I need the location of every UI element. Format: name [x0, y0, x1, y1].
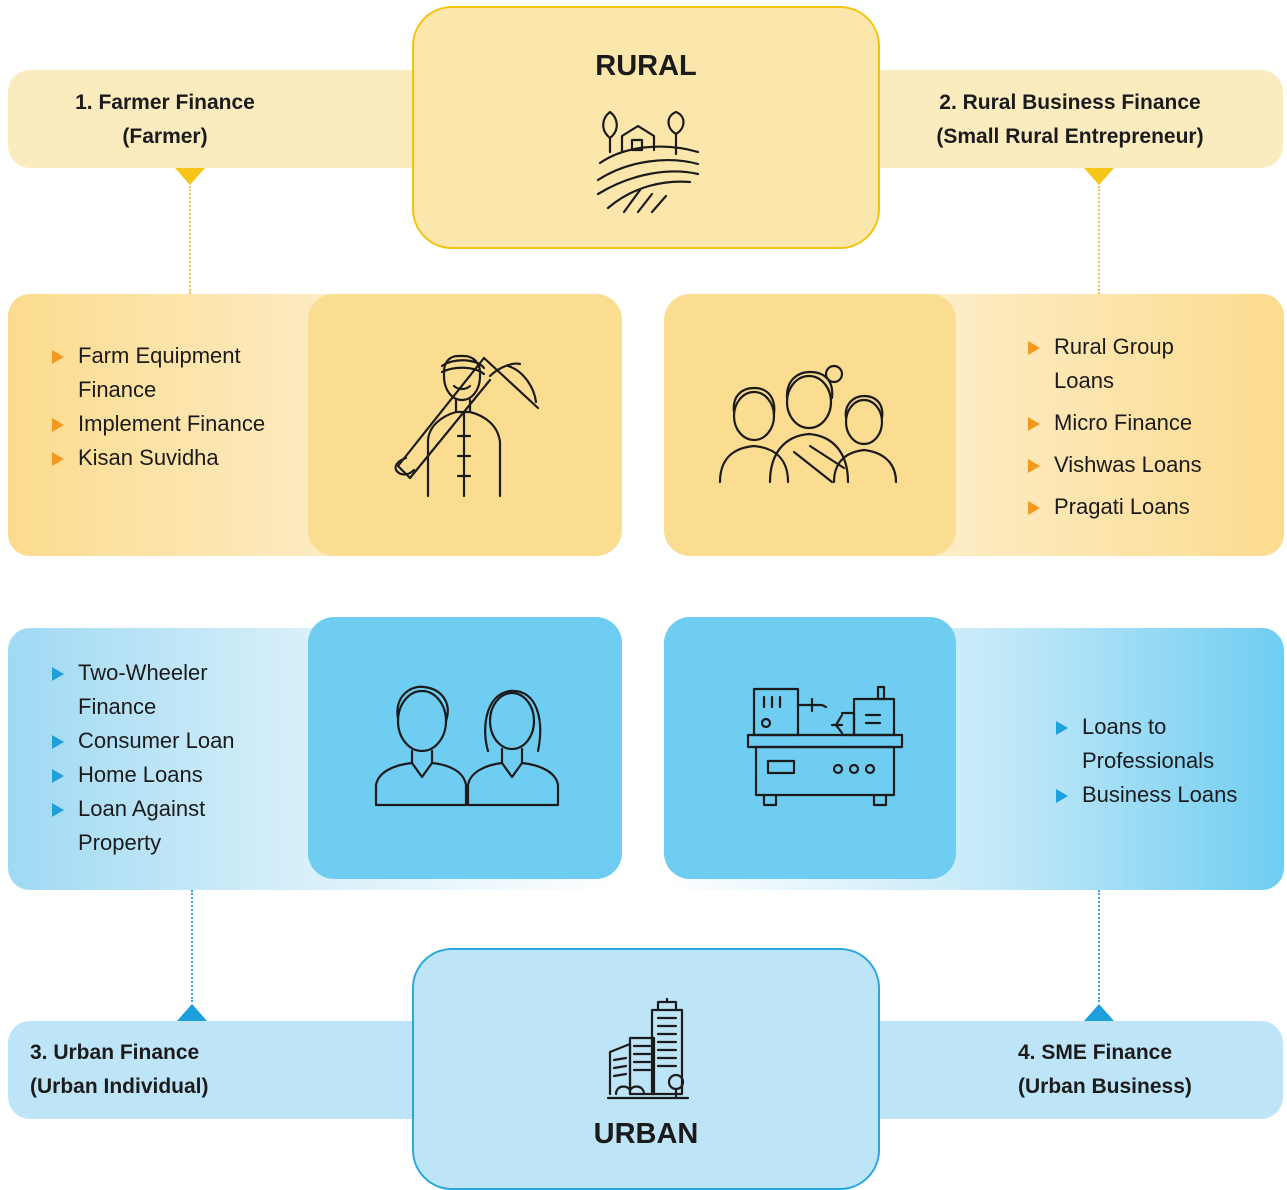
sme-connector-arrow [1084, 1004, 1114, 1021]
bullet-icon [52, 418, 64, 432]
farm-landscape-icon [596, 110, 700, 214]
farmer-connector-arrow [175, 168, 205, 185]
list-item-label: Rural Group Loans [1054, 334, 1174, 393]
bullet-icon [52, 350, 64, 364]
farmer-products-list: Farm Equipment Finance Implement Finance… [52, 339, 302, 475]
bullet-icon [1056, 789, 1068, 803]
rural-business-connector-arrow [1084, 168, 1114, 185]
urban-finance-label: 3. Urban Finance (Urban Individual) [30, 1036, 260, 1104]
lathe-machine-icon [746, 685, 904, 807]
machine-icon-tile [664, 617, 956, 879]
rural-hub: RURAL [412, 6, 880, 249]
bullet-icon [52, 769, 64, 783]
urban-hub: URBAN [412, 948, 880, 1190]
farmer-icon-tile [308, 294, 622, 556]
bullet-icon [52, 667, 64, 681]
rural-business-products-list: Rural Group Loans Micro Finance Vishwas … [1028, 330, 1248, 524]
list-item: Implement Finance [52, 407, 302, 441]
rural-business-subtitle: (Small Rural Entrepreneur) [936, 125, 1204, 148]
sme-finance-label: 4. SME Finance (Urban Business) [1018, 1036, 1228, 1104]
urban-hub-title: URBAN [593, 1118, 699, 1150]
farmer-finance-subtitle: (Farmer) [122, 125, 208, 148]
urban-finance-products-list: Two-Wheeler Finance Consumer Loan Home L… [52, 656, 282, 860]
urban-finance-connector-arrow [177, 1004, 207, 1021]
list-item: Pragati Loans [1028, 490, 1248, 524]
sme-products-list: Loans to Professionals Business Loans [1056, 710, 1256, 812]
list-item: Loans to Professionals [1056, 710, 1252, 778]
farmer-finance-title: 1. Farmer Finance [75, 91, 255, 114]
couple-icon [374, 685, 560, 807]
list-item-label: Vishwas Loans [1054, 452, 1202, 477]
bullet-icon [52, 803, 64, 817]
bullet-icon [1028, 459, 1040, 473]
list-item-label: Loans to Professionals [1082, 714, 1215, 773]
couple-icon-tile [308, 617, 622, 879]
farmer-icon [394, 354, 540, 498]
list-item-label: Loan Against Property [78, 796, 206, 855]
sme-finance-subtitle: (Urban Business) [1018, 1075, 1192, 1098]
sme-finance-title: 4. SME Finance [1018, 1041, 1173, 1064]
rural-business-finance-label: 2. Rural Business Finance (Small Rural E… [905, 86, 1235, 154]
urban-finance-connector-line [191, 890, 193, 1002]
list-item: Two-Wheeler Finance [52, 656, 248, 724]
urban-finance-subtitle: (Urban Individual) [30, 1075, 209, 1098]
list-item-label: Implement Finance [78, 411, 266, 436]
bullet-icon [1028, 341, 1040, 355]
list-item: Business Loans [1056, 778, 1256, 812]
rural-business-connector-line [1098, 186, 1100, 294]
bullet-icon [1028, 417, 1040, 431]
list-item-label: Two-Wheeler Finance [78, 660, 208, 719]
sme-connector-line [1098, 890, 1100, 1002]
list-item-label: Home Loans [78, 762, 203, 787]
list-item: Consumer Loan [52, 724, 282, 758]
list-item-label: Business Loans [1082, 782, 1238, 807]
list-item: Loan Against Property [52, 792, 248, 860]
urban-finance-title: 3. Urban Finance [30, 1041, 200, 1064]
list-item-label: Consumer Loan [78, 728, 235, 753]
list-item: Farm Equipment Finance [52, 339, 302, 407]
farmer-finance-label: 1. Farmer Finance (Farmer) [30, 86, 300, 154]
bullet-icon [52, 452, 64, 466]
list-item-label: Farm Equipment Finance [78, 343, 241, 402]
list-item: Home Loans [52, 758, 282, 792]
bullet-icon [1056, 721, 1068, 735]
list-item: Vishwas Loans [1028, 448, 1248, 482]
list-item: Kisan Suvidha [52, 441, 302, 475]
women-group-icon [718, 364, 898, 484]
rural-hub-title: RURAL [595, 50, 697, 82]
list-item-label: Kisan Suvidha [78, 445, 219, 470]
rural-business-title: 2. Rural Business Finance [939, 91, 1201, 114]
list-item: Rural Group Loans [1028, 330, 1224, 398]
bullet-icon [52, 735, 64, 749]
women-group-icon-tile [664, 294, 956, 556]
list-item-label: Micro Finance [1054, 410, 1193, 435]
bullet-icon [1028, 501, 1040, 515]
city-buildings-icon [606, 998, 690, 1100]
farmer-connector-line [189, 186, 191, 294]
list-item: Micro Finance [1028, 406, 1248, 440]
list-item-label: Pragati Loans [1054, 494, 1190, 519]
